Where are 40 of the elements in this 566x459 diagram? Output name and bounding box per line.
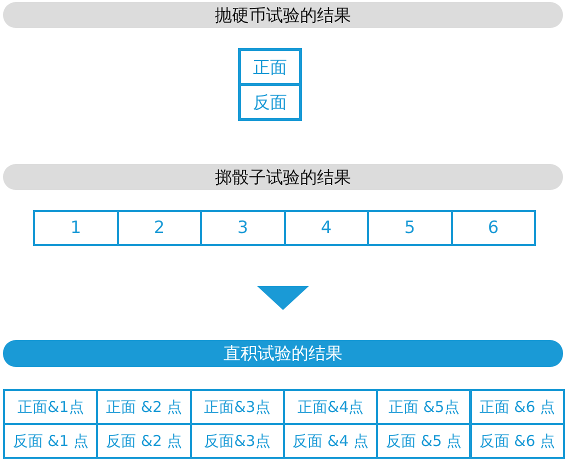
table-cell <box>376 423 472 459</box>
outcome-box <box>367 210 452 246</box>
label-text: 反面 &1 点 <box>12 432 89 450</box>
table-cell <box>3 423 98 459</box>
outcome-box <box>33 210 118 246</box>
label-text: 反面&3点 <box>204 432 270 450</box>
outcome-box <box>238 83 302 121</box>
label-text: 直积试验的结果 <box>224 343 342 365</box>
label-text: 1 <box>70 218 82 238</box>
label-text: 正面&4点 <box>297 398 364 416</box>
label-text: 反面 &2 点 <box>106 432 182 450</box>
label-text: 反面 &6 点 <box>479 432 556 450</box>
label-text: 正面 &2 点 <box>106 398 182 416</box>
section-header-band <box>3 2 563 28</box>
label-text: 正面&3点 <box>204 398 270 416</box>
outcome-box <box>200 210 286 246</box>
outcome-box <box>238 48 302 86</box>
label-text: 反面 &4 点 <box>292 432 368 450</box>
section-header-band <box>3 340 563 367</box>
outcome-box <box>116 210 202 246</box>
outcome-box <box>450 210 536 246</box>
label-text: 正面 &5点 <box>388 398 460 416</box>
label-text: 正面 <box>253 56 287 78</box>
outcome-box <box>284 210 369 246</box>
label-text: 5 <box>404 218 416 238</box>
table-cell <box>470 423 565 459</box>
label-text: 4 <box>320 218 332 238</box>
table-cell <box>3 389 98 425</box>
label-text: 6 <box>488 218 499 238</box>
label-text: 掷骰子试验的结果 <box>215 166 351 188</box>
label-text: 反面 <box>253 92 287 114</box>
table-cell <box>470 389 565 425</box>
section-header-band <box>3 164 563 190</box>
label-text: 2 <box>154 218 165 238</box>
label-text: 3 <box>237 218 248 238</box>
label-text: 抛硬币试验的结果 <box>215 4 351 26</box>
label-text: 正面&1点 <box>18 398 84 416</box>
label-text: 反面 &5 点 <box>386 432 462 450</box>
table-cell <box>376 389 472 425</box>
label-text: 正面 &6 点 <box>479 398 556 416</box>
